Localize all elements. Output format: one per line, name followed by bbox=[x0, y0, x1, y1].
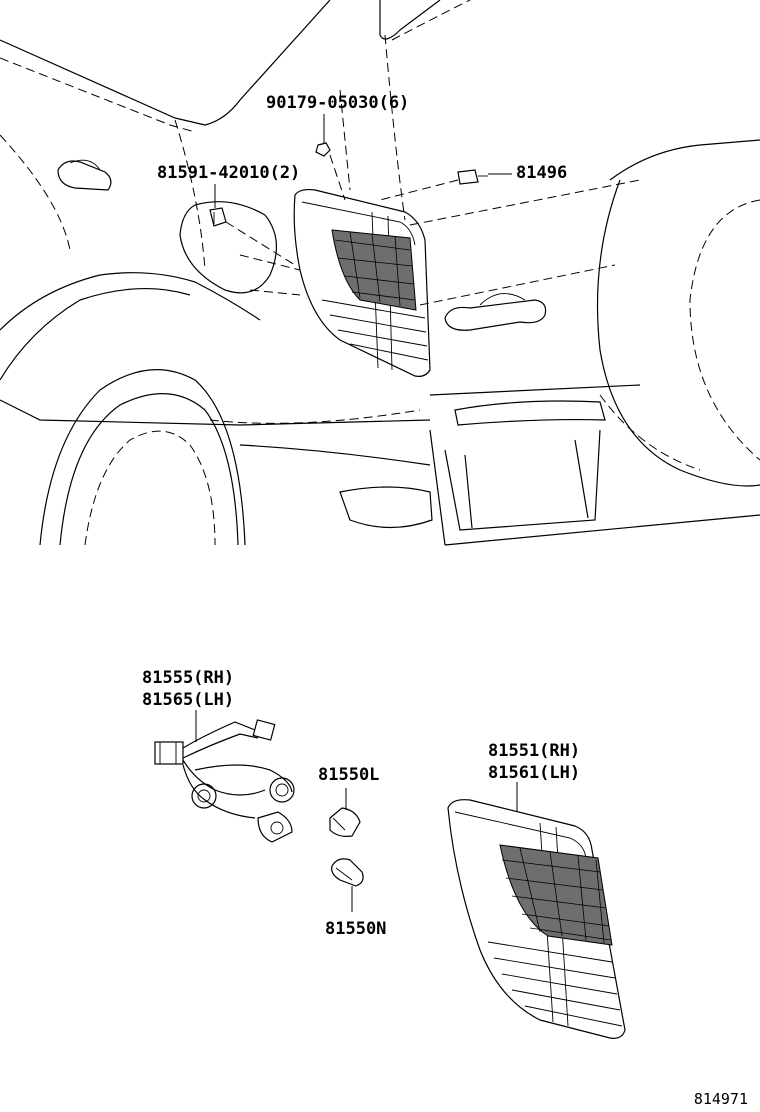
vehicle-body-outline bbox=[0, 0, 760, 546]
label-screw: 90179-05030(6) bbox=[266, 93, 409, 113]
label-lamp-lh: 81561(LH) bbox=[488, 763, 580, 783]
label-clip-left: 81591-42010(2) bbox=[157, 163, 300, 183]
label-clip-left-group: 81591-42010(2) bbox=[157, 163, 300, 208]
bulb-81550l bbox=[329, 788, 361, 837]
socket-wire-assembly bbox=[154, 710, 295, 843]
tail-lamp-assembly bbox=[447, 782, 626, 1039]
label-bulb-l: 81550L bbox=[318, 765, 379, 785]
label-clip-right: 81496 bbox=[516, 163, 567, 183]
label-clip-right-group: 81496 bbox=[488, 163, 567, 183]
label-bulb-n: 81550N bbox=[325, 919, 386, 939]
label-screw-group: 90179-05030(6) bbox=[266, 93, 409, 143]
figure-number: 814971 bbox=[694, 1090, 748, 1108]
installed-fasteners bbox=[209, 142, 488, 266]
bulb-81550n bbox=[331, 858, 364, 912]
installed-tail-lamp bbox=[293, 188, 431, 377]
label-socket-rh: 81555(RH) bbox=[142, 668, 234, 688]
label-lamp-rh: 81551(RH) bbox=[488, 741, 580, 761]
label-socket-lh: 81565(LH) bbox=[142, 690, 234, 710]
